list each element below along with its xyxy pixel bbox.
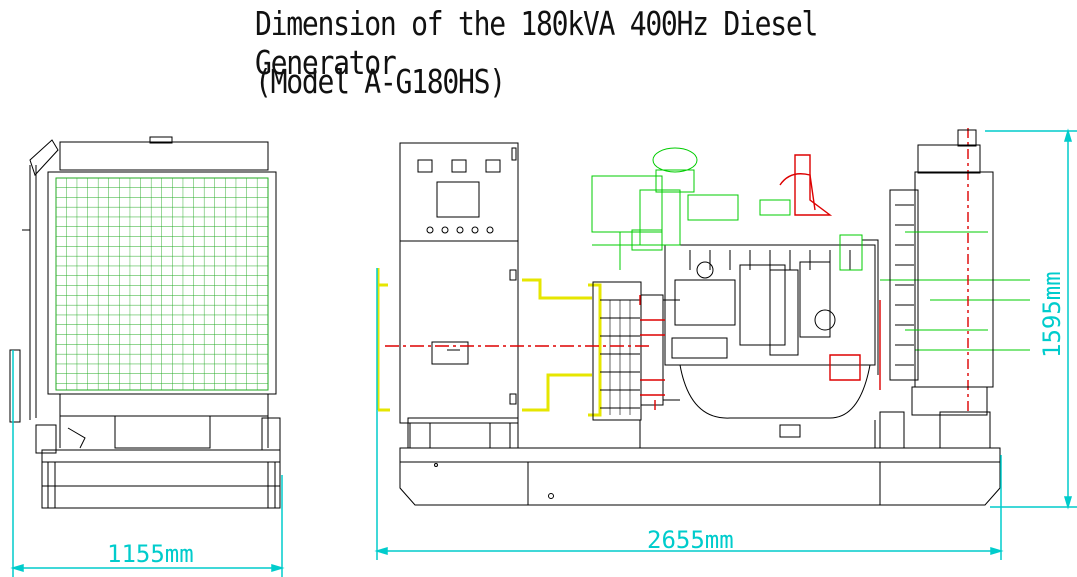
control-cabinet bbox=[399, 142, 519, 449]
radiator-grille bbox=[55, 177, 269, 391]
drawing-title: Dimension of the 180kVA 400Hz Diesel Gen… bbox=[255, 4, 818, 82]
length-label: 2655mm bbox=[647, 526, 734, 554]
fuel-lines bbox=[385, 128, 969, 412]
width-dimension bbox=[10, 350, 285, 577]
height-label: 1595mm bbox=[1038, 271, 1066, 358]
radiator-front bbox=[889, 129, 994, 416]
alternator bbox=[592, 281, 680, 421]
engine-block bbox=[664, 239, 879, 438]
alternator-adapter bbox=[376, 268, 602, 417]
skid-base bbox=[399, 411, 1001, 506]
model-subtitle: (Model A-G180HS) bbox=[255, 62, 506, 101]
width-label: 1155mm bbox=[107, 540, 194, 568]
side-view bbox=[9, 136, 281, 509]
air-intake bbox=[591, 147, 1030, 351]
length-dimension bbox=[374, 268, 1004, 560]
height-dimension bbox=[985, 128, 1077, 510]
